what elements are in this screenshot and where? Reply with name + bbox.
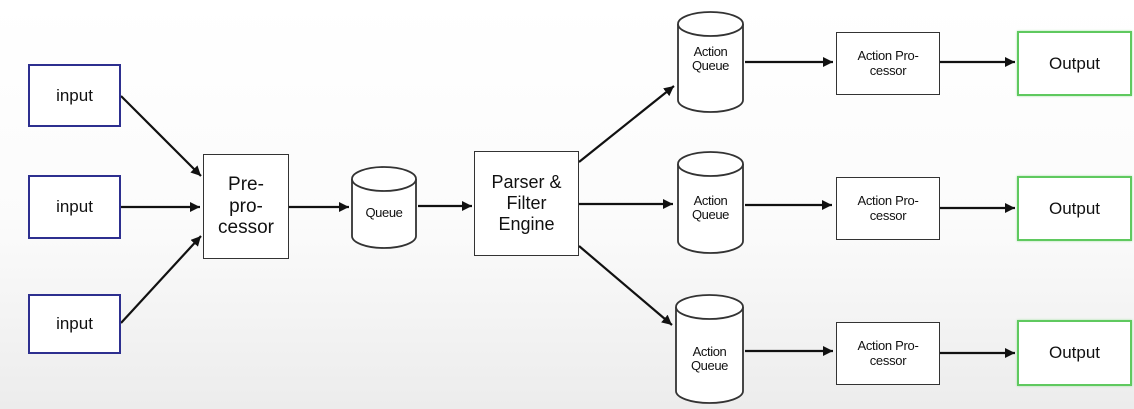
action-queue-label-1: Action Queue — [691, 44, 730, 73]
action-processor-label-1: Action Pro- cessor — [857, 47, 919, 78]
action-queue-cylinder-2: Action Queue — [676, 150, 745, 255]
action-queue-shape-2 — [677, 151, 744, 254]
queue-label: Queue — [365, 204, 403, 220]
input-label-2: input — [56, 197, 93, 217]
action-processor-box-1: Action Pro- cessor — [836, 32, 940, 95]
action-processor-box-2: Action Pro- cessor — [836, 177, 940, 240]
input-label-1: input — [56, 85, 93, 105]
preprocessor-box: Pre- pro- cessor — [203, 154, 289, 259]
action-queue-label-3: Action Queue — [690, 344, 729, 373]
arrow-parser-to-action-queue-3 — [578, 245, 673, 326]
parser-filter-engine-box: Parser & Filter Engine — [474, 151, 579, 256]
output-label-2: Output — [1048, 198, 1101, 218]
output-label-1: Output — [1048, 53, 1101, 73]
action-processor-box-3: Action Pro- cessor — [836, 322, 940, 385]
queue-cylinder: Queue — [350, 165, 418, 250]
output-label-3: Output — [1048, 343, 1101, 363]
input-box-2: input — [28, 175, 121, 239]
action-queue-shape-3 — [675, 294, 744, 404]
parser-filter-engine-label: Parser & Filter Engine — [491, 172, 562, 234]
action-queue-cylinder-1: Action Queue — [676, 10, 745, 114]
output-box-2: Output — [1017, 176, 1132, 241]
output-box-3: Output — [1017, 320, 1132, 386]
action-queue-label-2: Action Queue — [691, 192, 730, 222]
arrow-parser-to-action-queue-1 — [578, 85, 675, 163]
arrow-input1-to-preprocessor — [120, 95, 202, 177]
preprocessor-label: Pre- pro- cessor — [218, 173, 274, 239]
arrow-input3-to-preprocessor — [120, 235, 202, 324]
queue-cylinder-shape — [351, 166, 417, 249]
input-label-3: input — [56, 314, 93, 334]
action-queue-shape-1 — [677, 11, 744, 113]
action-queue-cylinder-3: Action Queue — [674, 293, 745, 405]
input-box-1: input — [28, 64, 121, 127]
action-processor-label-3: Action Pro- cessor — [857, 337, 919, 368]
output-box-1: Output — [1017, 31, 1132, 96]
action-processor-label-2: Action Pro- cessor — [857, 192, 919, 223]
input-box-3: input — [28, 294, 121, 354]
